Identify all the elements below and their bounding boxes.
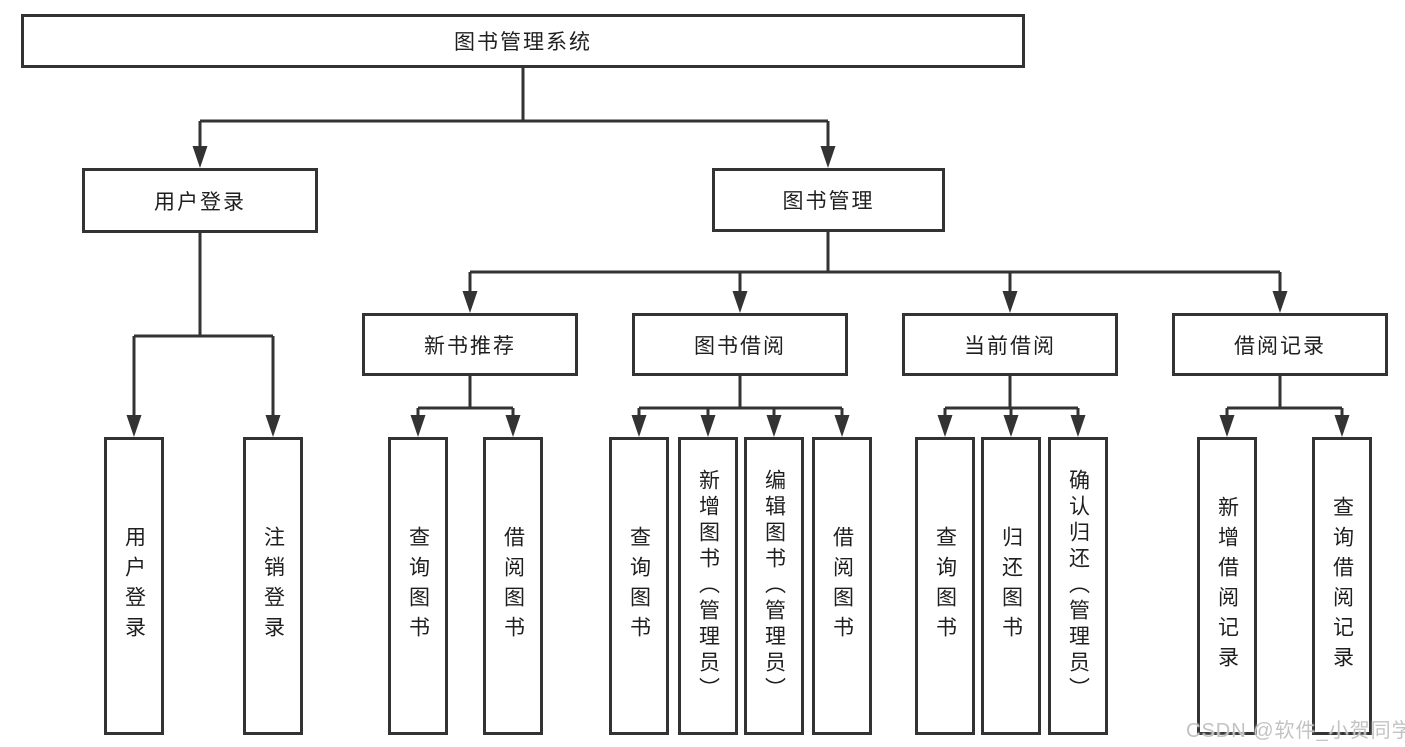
leaf-confirm-return-admin: 确认归还（管理员） [1048, 437, 1108, 735]
leaf-query-books-recommend: 查询图书 [388, 437, 448, 735]
leaf-label: 归还图书 [999, 526, 1023, 646]
leaf-user-login: 用户登录 [104, 437, 164, 735]
arrowheads [126, 146, 1350, 437]
node-current-borrow: 当前借阅 [902, 313, 1118, 376]
node-label: 图书管理系统 [454, 31, 592, 54]
leaf-logout-login: 注销登录 [243, 437, 303, 735]
leaf-return-books: 归还图书 [981, 437, 1041, 735]
leaf-label: 用户登录 [122, 526, 146, 646]
leaf-query-borrow-record: 查询借阅记录 [1312, 437, 1372, 735]
node-label: 新书推荐 [424, 334, 516, 358]
node-book-management: 图书管理 [712, 168, 945, 232]
node-book-borrow: 图书借阅 [632, 313, 848, 376]
leaf-borrow-books-borrow: 借阅图书 [812, 437, 872, 735]
leaf-edit-books-admin: 编辑图书（管理员） [744, 437, 804, 735]
node-label: 当前借阅 [964, 334, 1056, 358]
node-label: 用户登录 [154, 190, 246, 214]
leaf-label: 注销登录 [261, 526, 285, 646]
leaf-add-books-admin: 新增图书（管理员） [678, 437, 738, 735]
csdn-watermark: CSDN @软件_小贺同学 [1186, 720, 1405, 742]
leaf-label: 编辑图书（管理员） [762, 469, 786, 703]
leaf-query-books-borrow: 查询图书 [609, 437, 669, 735]
node-new-book-recommend: 新书推荐 [362, 313, 578, 376]
leaf-label: 新增借阅记录 [1215, 496, 1239, 676]
node-label: 图书管理 [782, 190, 875, 213]
node-borrow-records: 借阅记录 [1172, 313, 1388, 376]
leaf-label: 查询图书 [627, 526, 651, 646]
leaf-borrow-books-recommend: 借阅图书 [483, 437, 543, 735]
leaf-label: 借阅图书 [501, 526, 525, 646]
leaf-query-books-current: 查询图书 [915, 437, 975, 735]
leaf-label: 查询借阅记录 [1330, 496, 1354, 676]
leaf-label: 查询图书 [406, 526, 430, 646]
leaf-label: 借阅图书 [830, 526, 854, 646]
leaf-label: 查询图书 [933, 526, 957, 646]
leaf-label: 确认归还（管理员） [1066, 469, 1090, 703]
node-label: 借阅记录 [1234, 334, 1326, 358]
leaf-label: 新增图书（管理员） [696, 469, 720, 703]
node-library-management-system: 图书管理系统 [21, 14, 1025, 68]
node-user-login: 用户登录 [82, 168, 318, 233]
node-label: 图书借阅 [694, 334, 786, 358]
leaf-add-borrow-record: 新增借阅记录 [1197, 437, 1257, 735]
